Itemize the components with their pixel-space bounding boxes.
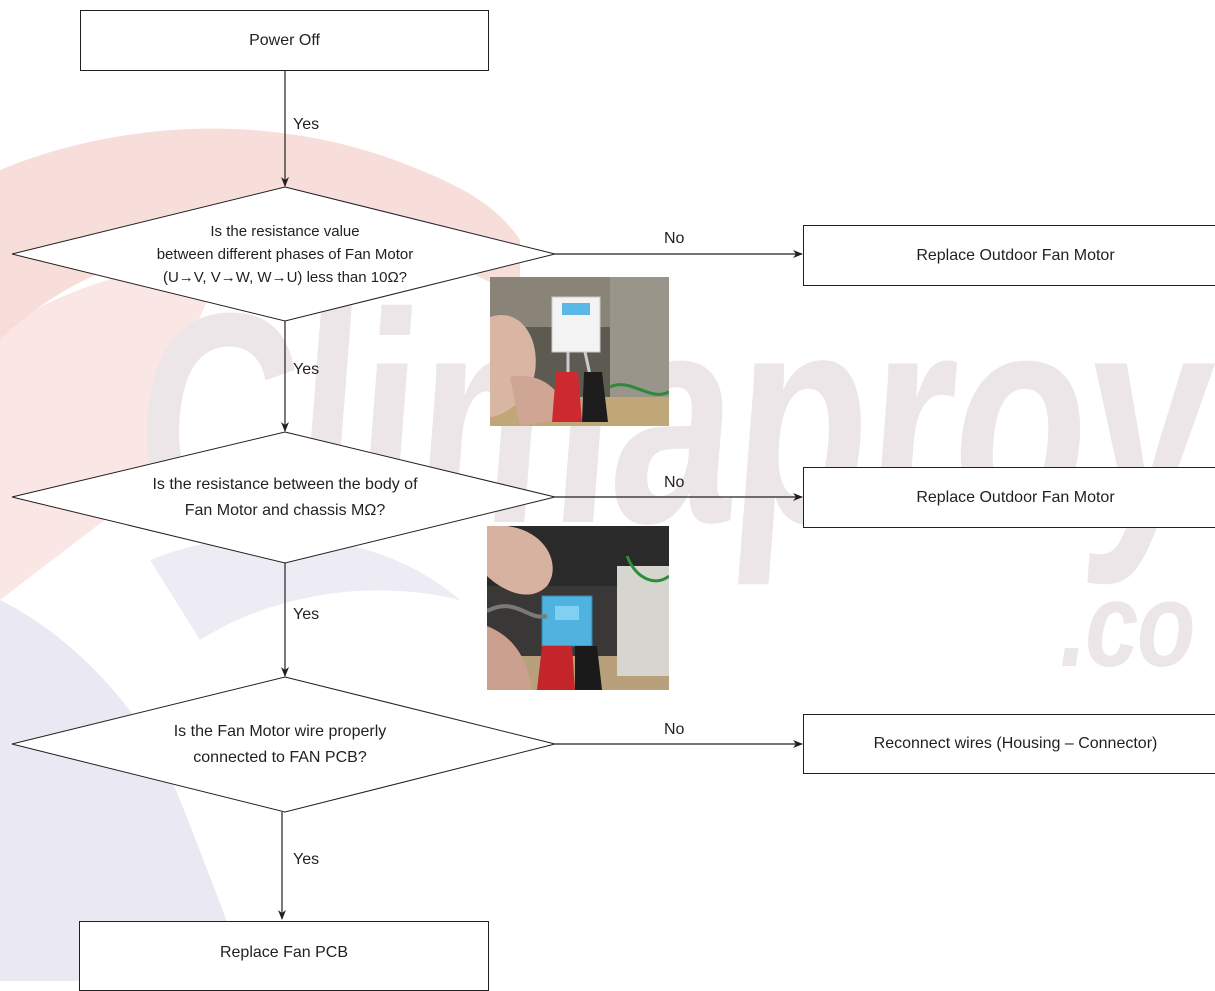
decision-2-line-1: Is the resistance between the body of: [152, 476, 418, 493]
decision-1-line-2: between different phases of Fan Motor: [156, 245, 414, 263]
reconnect-wires-box: Reconnect wires (Housing – Connector): [803, 714, 1215, 774]
yes-label-2: Yes: [293, 361, 320, 378]
decision-text-3: Is the Fan Motor wire properly connected…: [85, 717, 475, 773]
multimeter-photo-1: [490, 277, 669, 426]
decision-text-2: Is the resistance between the body of Fa…: [85, 468, 485, 528]
decision-3-line-1: Is the Fan Motor wire properly: [173, 723, 387, 740]
watermark-domain-text: .co: [1060, 558, 1196, 692]
no-label-2: No: [664, 474, 685, 491]
decision-1-line-1: Is the resistance value: [210, 222, 360, 240]
decision-text-1: Is the resistance value between differen…: [95, 214, 475, 294]
end-box: Replace Fan PCB: [79, 921, 489, 991]
yes-label-1: Yes: [293, 116, 320, 133]
decision-diamond-3: [11, 676, 556, 813]
decision-3-line-2: connected to FAN PCB?: [193, 749, 367, 766]
no-label-1: No: [664, 230, 685, 247]
no-label-3: No: [664, 721, 685, 738]
decision-1-line-3: (U→V, V→W, W→U) less than 10Ω?: [162, 268, 408, 286]
yes-label-4: Yes: [293, 851, 320, 868]
multimeter-photo-2: [487, 526, 669, 690]
yes-label-3: Yes: [293, 606, 320, 623]
decision-2-line-2: Fan Motor and chassis MΩ?: [184, 502, 386, 519]
start-box: Power Off: [80, 10, 489, 71]
replace-motor-box-2: Replace Outdoor Fan Motor: [803, 467, 1215, 528]
replace-motor-box-1: Replace Outdoor Fan Motor: [803, 225, 1215, 286]
